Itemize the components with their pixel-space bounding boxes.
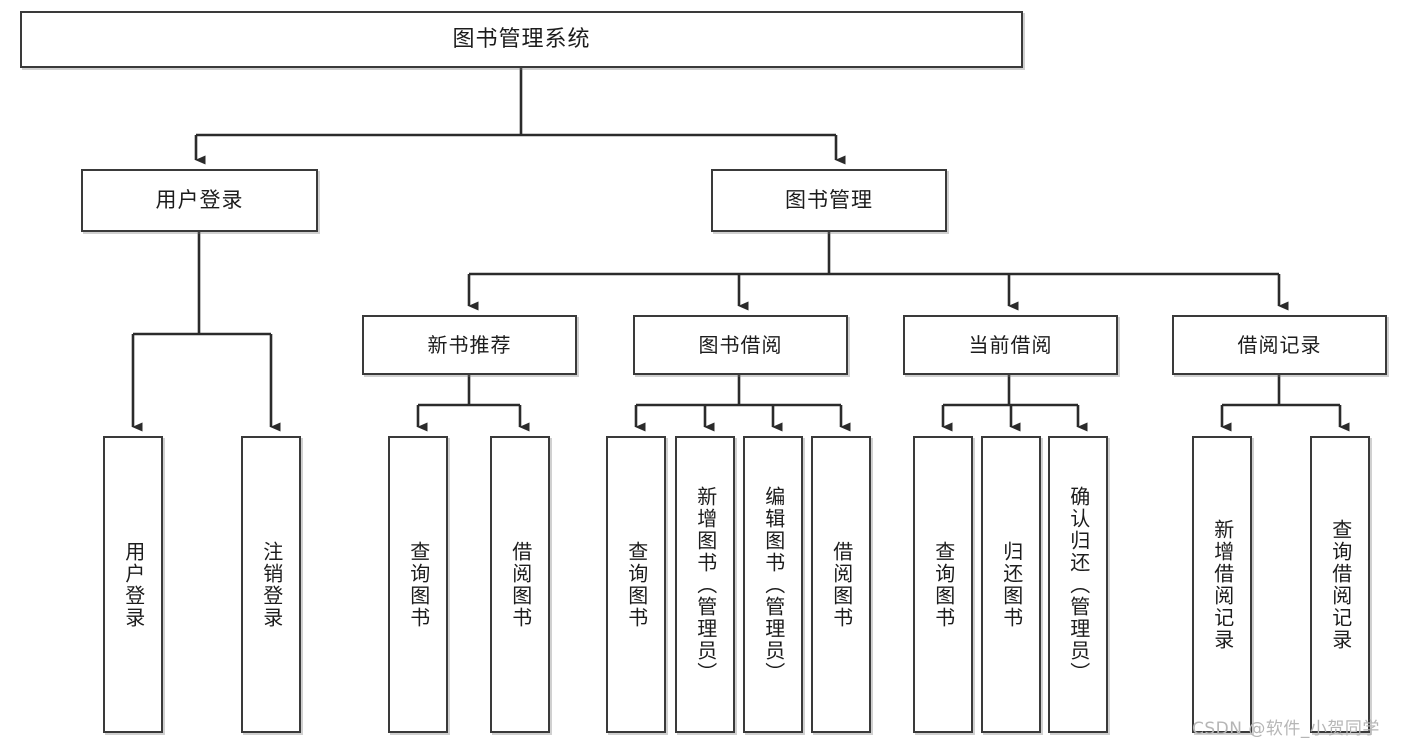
node-leaf-query-book-borrow[interactable]: 查询图书 [606, 436, 666, 733]
node-leaf-edit-book-admin-label: 编辑图书（管理员） [761, 485, 786, 684]
node-book-borrow[interactable]: 图书借阅 [633, 315, 848, 375]
node-root-label: 图书管理系统 [452, 26, 591, 52]
node-leaf-query-book-current-label: 查询图书 [931, 540, 956, 629]
node-leaf-borrow-book-rec-label: 借阅图书 [508, 540, 533, 629]
node-borrow-record-label: 借阅记录 [1237, 332, 1322, 357]
node-user-login-label: 用户登录 [155, 188, 244, 213]
node-root[interactable]: 图书管理系统 [20, 11, 1023, 68]
node-book-manage-label: 图书管理 [785, 188, 873, 213]
node-leaf-query-book-rec[interactable]: 查询图书 [388, 436, 448, 733]
node-new-book-recommend-label: 新书推荐 [427, 332, 512, 357]
csdn-watermark: CSDN @软件_小贺同学 [1192, 719, 1380, 739]
node-leaf-query-borrow-record-label: 查询借阅记录 [1328, 518, 1353, 651]
node-leaf-confirm-return-admin-label: 确认归还（管理员） [1066, 485, 1091, 684]
node-leaf-add-book-admin-label: 新增图书（管理员） [693, 485, 718, 684]
node-leaf-query-book-current[interactable]: 查询图书 [913, 436, 973, 733]
node-leaf-add-book-admin[interactable]: 新增图书（管理员） [675, 436, 735, 733]
node-leaf-borrow-book-label: 借阅图书 [829, 540, 854, 629]
node-book-manage[interactable]: 图书管理 [711, 169, 947, 232]
node-leaf-borrow-book[interactable]: 借阅图书 [811, 436, 871, 733]
node-leaf-add-borrow-record[interactable]: 新增借阅记录 [1192, 436, 1252, 733]
node-current-borrow[interactable]: 当前借阅 [903, 315, 1118, 375]
node-leaf-user-login[interactable]: 用户登录 [103, 436, 163, 733]
node-leaf-query-book-borrow-label: 查询图书 [624, 540, 649, 629]
node-leaf-return-book[interactable]: 归还图书 [981, 436, 1041, 733]
node-leaf-query-borrow-record[interactable]: 查询借阅记录 [1310, 436, 1370, 733]
node-leaf-logout-login-label: 注销登录 [259, 540, 284, 629]
node-borrow-record[interactable]: 借阅记录 [1172, 315, 1387, 375]
node-leaf-logout-login[interactable]: 注销登录 [241, 436, 301, 733]
node-leaf-confirm-return-admin[interactable]: 确认归还（管理员） [1048, 436, 1108, 733]
node-leaf-borrow-book-rec[interactable]: 借阅图书 [490, 436, 550, 733]
node-leaf-edit-book-admin[interactable]: 编辑图书（管理员） [743, 436, 803, 733]
node-current-borrow-label: 当前借阅 [968, 332, 1053, 357]
node-leaf-return-book-label: 归还图书 [999, 540, 1024, 629]
node-leaf-user-login-label: 用户登录 [121, 540, 146, 629]
node-new-book-recommend[interactable]: 新书推荐 [362, 315, 577, 375]
node-leaf-query-book-rec-label: 查询图书 [406, 540, 431, 629]
node-user-login[interactable]: 用户登录 [81, 169, 318, 232]
node-leaf-add-borrow-record-label: 新增借阅记录 [1210, 518, 1235, 651]
node-book-borrow-label: 图书借阅 [698, 332, 783, 357]
